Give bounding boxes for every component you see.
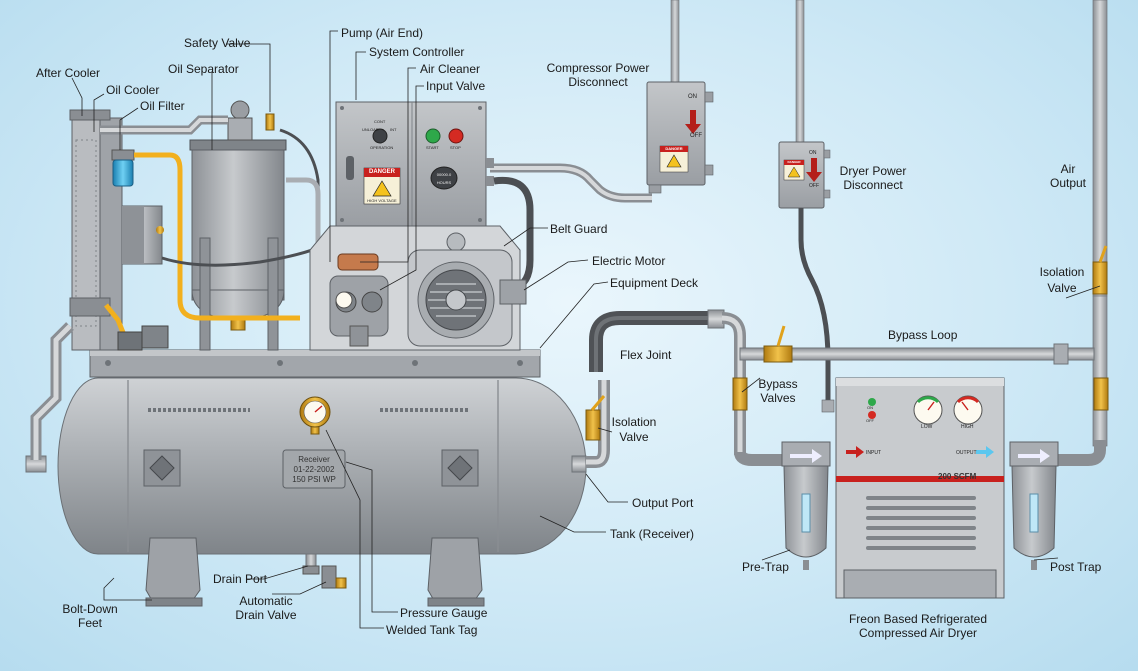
pump-air-end-label: Pump (Air End) <box>341 26 424 40</box>
controller-hours-counter: 00000.0 <box>436 172 452 177</box>
isolation-valve-right-label-1: Isolation <box>1039 265 1085 279</box>
input-valve-label: Input Valve <box>426 79 486 93</box>
air-output-label-2: Output <box>1049 176 1087 190</box>
pre-trap-label: Pre-Trap <box>742 560 789 574</box>
controller-switch-cont: CONT <box>374 119 386 124</box>
belt-guard-label: Belt Guard <box>550 222 608 236</box>
oil-separator-label: Oil Separator <box>168 62 239 76</box>
bolt-down-feet-label-1: Bolt-Down <box>62 602 118 616</box>
dryer-caption-label-2: Compressed Air Dryer <box>858 626 978 640</box>
bypass-loop-label: Bypass Loop <box>888 328 958 342</box>
controller-hours-label: HOURS <box>436 180 452 185</box>
welded-tank-tag-label: Welded Tank Tag <box>386 623 478 637</box>
dryer-power-disconnect-label-1: Dryer Power <box>839 164 907 178</box>
dryer-off-label: OFF <box>866 418 874 423</box>
compressor-power-disconnect-label-2: Disconnect <box>568 75 628 89</box>
safety-valve-label: Safety Valve <box>184 36 251 50</box>
dryer-high-gauge-label: HIGH <box>961 424 974 430</box>
oil-filter-label: Oil Filter <box>140 99 185 113</box>
dryer-rating-label: 200 SCFM <box>938 472 977 481</box>
isolation-valve-label-1: Isolation <box>611 415 657 429</box>
isolation-valve-right-label-2: Valve <box>1047 281 1077 295</box>
tank-tag-line3: 150 PSI WP <box>292 475 336 484</box>
pressure-gauge-label: Pressure Gauge <box>400 606 488 620</box>
automatic-drain-valve-label-1: Automatic <box>239 594 293 608</box>
air-cleaner-label: Air Cleaner <box>420 62 481 76</box>
bypass-valves-label-1: Bypass <box>758 377 798 391</box>
dryer-output-label: OUTPUT <box>956 450 977 456</box>
dryer-disconnect-off: OFF <box>809 183 819 189</box>
dryer-disconnect-on: ON <box>809 150 817 156</box>
controller-start-label: START <box>426 145 439 150</box>
controller-high-voltage-text: HIGH VOLTAGE <box>367 198 397 203</box>
drain-port-label: Drain Port <box>213 572 268 586</box>
dryer-low-gauge-label: LOW <box>921 424 933 430</box>
air-output-label-1: Air <box>1060 162 1076 176</box>
tank-tag-line1: Receiver <box>298 455 330 464</box>
system-controller-label: System Controller <box>369 45 465 59</box>
output-port-label: Output Port <box>632 496 694 510</box>
controller-switch-operation: OPERATION <box>370 145 394 150</box>
oil-cooler-label: Oil Cooler <box>106 83 160 97</box>
dryer-on-label: ON <box>867 405 873 410</box>
dryer-input-label: INPUT <box>866 450 881 456</box>
controller-danger-text: DANGER <box>368 169 395 175</box>
controller-switch-int: INT <box>390 127 397 132</box>
compressor-disconnect-off: OFF <box>690 133 702 139</box>
dryer-disconnect-danger: DANGER <box>787 160 801 164</box>
controller-stop-label: STOP <box>450 145 461 150</box>
dryer-power-disconnect-label-2: Disconnect <box>843 178 903 192</box>
flex-joint-label: Flex Joint <box>620 348 672 362</box>
isolation-valve-label-2: Valve <box>619 430 649 444</box>
electric-motor-label: Electric Motor <box>592 254 666 268</box>
tank-tag-line2: 01-22-2002 <box>293 465 335 474</box>
compressor-power-disconnect-label-1: Compressor Power <box>546 61 650 75</box>
automatic-drain-valve-label-2: Drain Valve <box>235 608 297 622</box>
controller-switch-unload: UNLOAD <box>362 127 379 132</box>
post-trap-label: Post Trap <box>1050 560 1102 574</box>
compressor-disconnect-danger: DANGER <box>665 146 683 151</box>
dryer-caption-label-1: Freon Based Refrigerated <box>848 612 988 626</box>
equipment-deck-label: Equipment Deck <box>610 276 699 290</box>
compressor-disconnect-on: ON <box>688 94 697 100</box>
tank-receiver-label: Tank (Receiver) <box>610 527 695 541</box>
bypass-valves-label-2: Valves <box>760 391 796 405</box>
bolt-down-feet-label-2: Feet <box>77 616 102 630</box>
after-cooler-label: After Cooler <box>36 66 101 80</box>
